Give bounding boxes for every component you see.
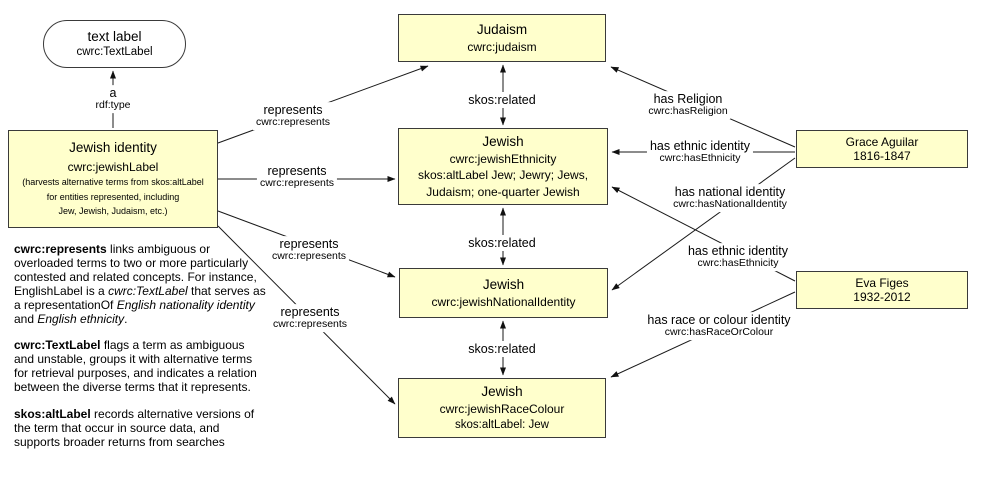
node-grace-aguilar: Grace Aguilar 1816-1847 xyxy=(796,130,968,168)
edge-label-skos-related-2: skos:related xyxy=(465,235,539,251)
edge-label-has-race-or-colour: has race or colour identity cwrc:hasRace… xyxy=(644,312,794,340)
node-text-label: text label cwrc:TextLabel xyxy=(43,20,186,68)
edge-label-text: represents xyxy=(279,237,339,252)
edge-label-text: has Religion xyxy=(653,92,723,107)
edge-label-represents-3: represents cwrc:represents xyxy=(268,236,350,264)
edge-label-skos-related-3: skos:related xyxy=(465,341,539,357)
node-jewish-national-identity: Jewish cwrc:jewishNationalIdentity xyxy=(399,268,608,318)
node-title: Eva Figes xyxy=(855,275,909,290)
node-note-line: for entities represented, including xyxy=(46,191,180,202)
note-text: records alternative versions of the term… xyxy=(14,407,255,449)
edge-label-text: has national identity xyxy=(674,185,786,200)
note-italic: cwrc:TextLabel xyxy=(108,283,188,298)
note-skos-altlabel: skos:altLabel records alternative versio… xyxy=(14,407,266,450)
edge-has-national-identity-line xyxy=(611,157,796,291)
edge-label-rdf-type: a rdf:type xyxy=(92,85,134,113)
edge-label-represents-2: represents cwrc:represents xyxy=(256,163,338,191)
node-property: cwrc:judaism xyxy=(467,39,537,54)
node-property: cwrc:jewishNationalIdentity xyxy=(431,294,576,309)
note-term: cwrc:TextLabel xyxy=(14,338,101,353)
node-property: cwrc:jewishRaceColour xyxy=(439,401,565,416)
edge-label-text: skos:related xyxy=(468,93,536,107)
edge-property-text: cwrc:hasNationalIdentity xyxy=(673,198,787,211)
node-title: text label xyxy=(87,28,142,44)
edge-property-text: cwrc:hasReligion xyxy=(648,105,728,118)
edge-property-text: cwrc:represents xyxy=(272,318,348,331)
edge-label-represents-1: represents cwrc:represents xyxy=(252,102,334,130)
edge-label-text: has race or colour identity xyxy=(647,313,791,328)
edge-label-text: represents xyxy=(263,103,323,118)
node-title: Jewish xyxy=(482,276,525,292)
edge-property-text: cwrc:represents xyxy=(255,116,331,129)
node-dates: 1816-1847 xyxy=(853,148,911,163)
edge-label-has-ethnic-identity-grace: has ethnic identity cwrc:hasEthnicity xyxy=(646,138,754,166)
node-altlabel-line: Judaism; one-quarter Jewish xyxy=(426,184,580,199)
edge-property-text: cwrc:hasEthnicity xyxy=(697,257,779,270)
edge-label-has-ethnic-identity-eva: has ethnic identity cwrc:hasEthnicity xyxy=(684,243,792,271)
edge-property-text: cwrc:represents xyxy=(259,177,335,190)
edge-label-text: represents xyxy=(280,305,340,320)
note-text: flags a term as ambiguous and unstable, … xyxy=(14,338,257,395)
note-term: skos:altLabel xyxy=(14,407,91,422)
node-dates: 1932-2012 xyxy=(853,289,911,304)
note-term: cwrc:represents xyxy=(14,242,107,256)
node-altlabel: skos:altLabel: Jew xyxy=(455,419,549,432)
edge-property-text: rdf:type xyxy=(95,99,131,112)
node-note-line: (harvests alternative terms from skos:al… xyxy=(22,177,204,188)
edge-label-text: represents xyxy=(267,164,327,179)
node-property: cwrc:TextLabel xyxy=(76,46,153,59)
edge-property-text: cwrc:represents xyxy=(271,250,347,263)
note-italic: English nationality identity xyxy=(116,297,255,312)
note-cwrc-represents: cwrc:represents links ambiguous or overl… xyxy=(14,242,266,326)
edge-label-text: skos:related xyxy=(468,236,536,250)
edge-label-has-religion: has Religion cwrc:hasReligion xyxy=(645,91,731,119)
note-cwrc-textlabel: cwrc:TextLabel flags a term as ambiguous… xyxy=(14,338,266,395)
node-title: Jewish identity xyxy=(69,140,157,156)
node-title: Grace Aguilar xyxy=(845,134,919,149)
node-title: Jewish xyxy=(481,383,523,399)
note-text: and xyxy=(14,311,38,326)
node-jewish-label: Jewish identity cwrc:jewishLabel (harves… xyxy=(8,130,218,228)
node-jewish-ethnicity: Jewish cwrc:jewishEthnicity skos:altLabe… xyxy=(398,128,608,205)
note-italic: English ethnicity xyxy=(37,311,125,326)
edge-label-has-national-identity: has national identity cwrc:hasNationalId… xyxy=(670,184,790,212)
edge-label-text: has ethnic identity xyxy=(687,244,789,259)
edge-property-text: cwrc:hasRaceOrColour xyxy=(664,326,774,339)
edge-label-text: a xyxy=(109,86,117,101)
definition-notes: cwrc:represents links ambiguous or overl… xyxy=(14,242,266,463)
edge-label-text: skos:related xyxy=(468,342,536,356)
note-text: links ambiguous or overloaded terms to t… xyxy=(14,242,257,298)
node-eva-figes: Eva Figes 1932-2012 xyxy=(796,271,968,309)
note-text: that serves as a representationOf xyxy=(14,283,266,312)
node-property: cwrc:jewishLabel xyxy=(67,159,159,174)
edge-label-text: has ethnic identity xyxy=(649,139,751,154)
note-text: . xyxy=(124,311,128,326)
node-altlabel-line: skos:altLabel Jew; Jewry; Jews, xyxy=(417,168,589,183)
node-title: Jewish xyxy=(482,133,524,149)
edge-property-text: cwrc:hasEthnicity xyxy=(659,152,741,165)
node-judaism: Judaism cwrc:judaism xyxy=(398,14,606,62)
node-note-line: Jew, Jewish, Judaism, etc.) xyxy=(58,206,168,217)
node-jewish-race-colour: Jewish cwrc:jewishRaceColour skos:altLab… xyxy=(398,378,606,438)
edge-label-represents-4: represents cwrc:represents xyxy=(269,304,351,332)
edge-label-skos-related-1: skos:related xyxy=(465,92,539,108)
node-property: cwrc:jewishEthnicity xyxy=(449,151,557,166)
node-title: Judaism xyxy=(476,21,528,37)
